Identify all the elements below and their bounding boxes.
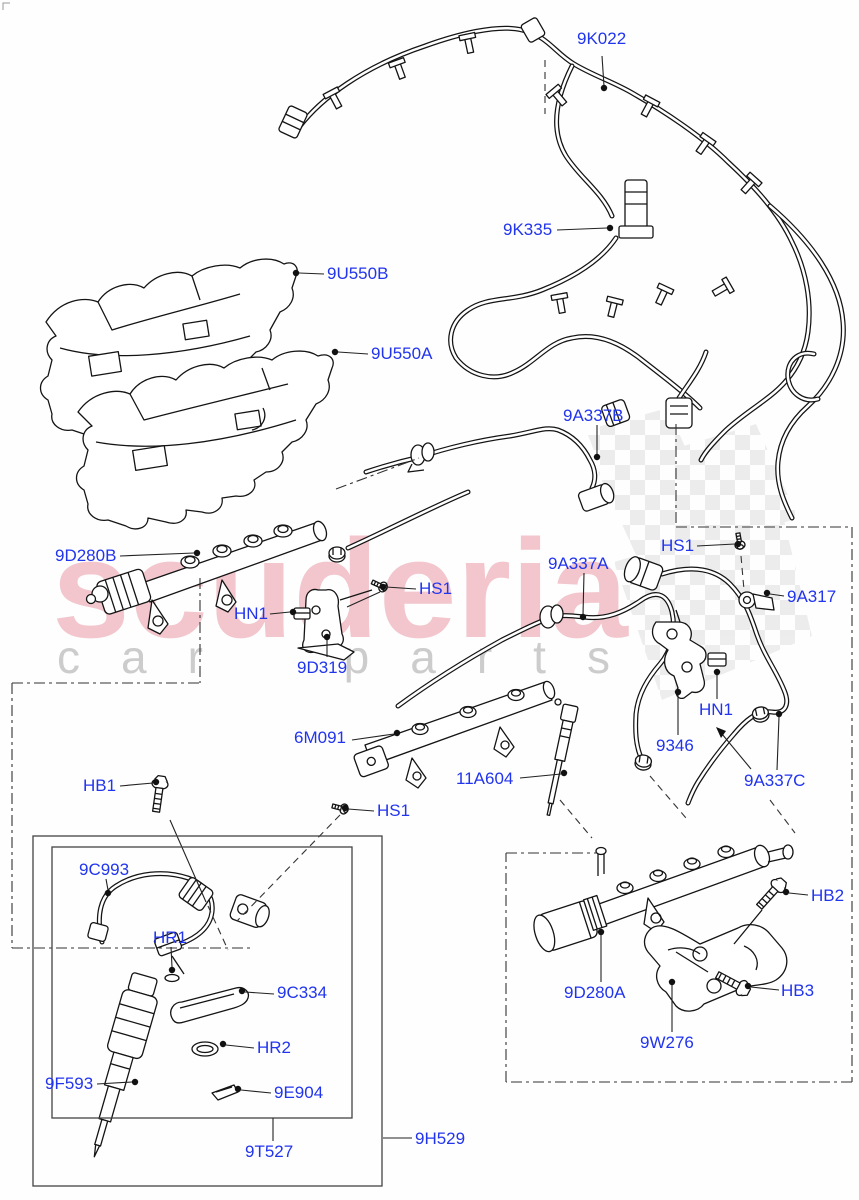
label-9k022[interactable]: 9K022: [577, 29, 627, 48]
label-hb1[interactable]: HB1: [83, 776, 117, 795]
label-9f593[interactable]: 9F593: [45, 1074, 94, 1093]
label-9a337a[interactable]: 9A337A: [548, 554, 609, 573]
label-9d280b[interactable]: 9D280B: [55, 546, 117, 565]
label-9a317[interactable]: 9A317: [787, 587, 837, 606]
label-hn1-left[interactable]: HN1: [234, 604, 269, 623]
label-9d280a[interactable]: 9D280A: [564, 983, 626, 1002]
wiring-harness-drawing: [278, 17, 846, 521]
heat-shield-lower-9u550a: [75, 350, 334, 530]
label-hs1-mid[interactable]: HS1: [419, 579, 453, 598]
bracket-9d319-drawing: [293, 576, 390, 661]
pipe-9a337a-drawing: [395, 592, 676, 772]
injector-assembly-drawing: [87, 774, 351, 1158]
label-hs1-bottom[interactable]: HS1: [377, 801, 411, 820]
label-hr1[interactable]: HR1: [153, 928, 188, 947]
kit-box-9h529: [32, 835, 383, 1187]
label-9a337b[interactable]: 9A337B: [563, 406, 624, 425]
label-hr2[interactable]: HR2: [257, 1038, 292, 1057]
label-9e904[interactable]: 9E904: [274, 1083, 324, 1102]
label-6m091[interactable]: 6M091: [294, 728, 346, 747]
label-9k335[interactable]: 9K335: [503, 220, 553, 239]
glow-plug-11a604-drawing: [546, 698, 579, 817]
leader-lines: [96, 55, 809, 1141]
label-9u550b[interactable]: 9U550B: [327, 264, 389, 283]
bracket-9346-drawing: [651, 609, 727, 700]
label-hs1-top-right[interactable]: HS1: [661, 536, 695, 555]
label-9a337c[interactable]: 9A337C: [744, 771, 806, 790]
label-9u550a[interactable]: 9U550A: [371, 344, 433, 363]
pipe-right-9a337c-drawing: [623, 531, 790, 806]
label-9c993[interactable]: 9C993: [79, 860, 130, 879]
pipe-9a337b-drawing: [363, 399, 631, 512]
label-9t527[interactable]: 9T527: [245, 1142, 294, 1161]
fuel-rail-9d280b-drawing: [85, 489, 471, 635]
label-hb3[interactable]: HB3: [781, 981, 815, 1000]
label-9c334[interactable]: 9C334: [277, 983, 328, 1002]
fuel-rail-9d280a-drawing: [533, 844, 794, 1012]
fuel-rail-6m091-drawing: [353, 680, 556, 789]
label-hb2[interactable]: HB2: [811, 886, 845, 905]
label-9d319[interactable]: 9D319: [297, 658, 348, 677]
label-11a604[interactable]: 11A604: [456, 769, 514, 788]
kit-box-9t527: [51, 846, 353, 1119]
corner-tick: [2, 2, 10, 10]
label-9346[interactable]: 9346: [656, 736, 694, 755]
label-9w276[interactable]: 9W276: [640, 1033, 694, 1052]
construction-lines: [11, 60, 853, 1083]
label-9h529[interactable]: 9H529: [415, 1129, 466, 1148]
label-hn1-right[interactable]: HN1: [699, 700, 734, 719]
